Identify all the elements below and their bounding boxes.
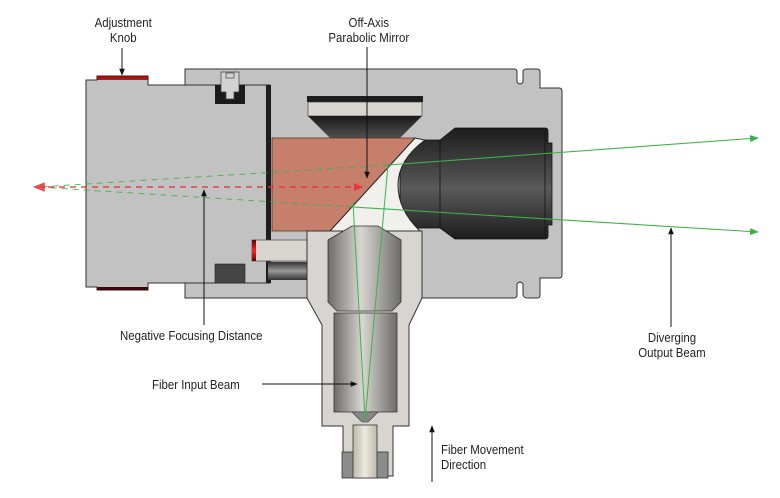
guide-rod bbox=[268, 262, 314, 280]
label-fiber-movement-line1: Fiber Movement bbox=[441, 442, 524, 457]
mirror-mount-cone bbox=[308, 116, 422, 140]
virtual-beam-bottom bbox=[37, 186, 354, 208]
mirror-focus-arrowhead bbox=[354, 183, 363, 191]
output-beam-bottom bbox=[352, 206, 759, 236]
label-fiber-movement: Fiber Movement Direction bbox=[441, 442, 524, 472]
output-beam-top bbox=[387, 135, 759, 166]
input-beam-left bbox=[352, 201, 366, 421]
divider-wall bbox=[266, 85, 271, 283]
lens-tube-upper bbox=[327, 225, 402, 312]
label-off-axis-mirror-line1: Off-Axis bbox=[348, 15, 390, 30]
label-fiber-input-beam: Fiber Input Beam bbox=[152, 377, 240, 392]
label-diverging-output: Diverging Output Beam bbox=[628, 330, 716, 360]
label-off-axis-mirror-line2: Parabolic Mirror bbox=[328, 30, 410, 45]
input-beam-right bbox=[364, 164, 389, 421]
label-negative-focusing: Negative Focusing Distance bbox=[120, 328, 263, 343]
lens-tube-lower bbox=[333, 312, 398, 413]
label-fiber-movement-line2: Direction bbox=[441, 457, 487, 472]
mirror-mount-top bbox=[307, 96, 423, 102]
output-bore bbox=[399, 127, 553, 240]
virtual-beam-top bbox=[37, 164, 389, 188]
adjustment-knob-body bbox=[85, 75, 271, 291]
label-diverging-output-line1: Diverging bbox=[647, 330, 697, 345]
set-screw-hex bbox=[225, 72, 235, 79]
label-adjustment-knob: Adjustment Knob bbox=[88, 15, 158, 45]
label-adjustment-knob-line2: Knob bbox=[109, 30, 137, 45]
label-off-axis-mirror: Off-Axis Parabolic Mirror bbox=[316, 15, 422, 45]
lock-block bbox=[214, 263, 246, 284]
mirror-mount-cap bbox=[307, 101, 423, 117]
ferrule bbox=[352, 424, 378, 479]
knob-grip-top bbox=[96, 75, 149, 80]
guide-pin-red bbox=[252, 240, 256, 261]
knob-grip-bottom bbox=[97, 287, 148, 291]
label-adjustment-knob-line1: Adjustment bbox=[94, 15, 152, 30]
set-screw bbox=[220, 71, 240, 100]
label-diverging-output-line2: Output Beam bbox=[638, 345, 706, 360]
